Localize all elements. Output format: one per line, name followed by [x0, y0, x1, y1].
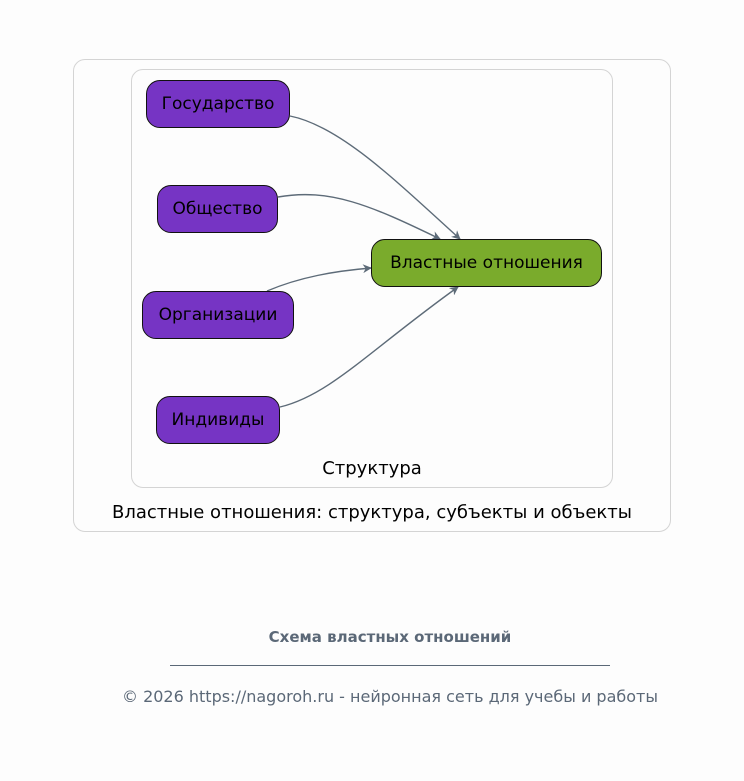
outer-cluster-label: Властные отношения: структура, субъекты …: [112, 502, 632, 523]
node-organizations: Организации: [142, 291, 294, 339]
edge-organizations-to-power: [266, 264, 372, 292]
node-state: Государство: [146, 80, 290, 128]
outer-cluster: Властные отношения: структура, субъекты …: [73, 59, 671, 532]
footer-copyright: © 2026 https://nagoroh.ru - нейронная се…: [121, 687, 658, 706]
edge-society-to-power: [277, 194, 441, 240]
node-individuals: Индивиды: [156, 396, 280, 444]
edge-individuals-to-power: [279, 286, 459, 408]
inner-cluster: Структура: [131, 69, 613, 488]
inner-cluster-label: Структура: [322, 458, 422, 479]
node-power-relations: Властные отношения: [371, 239, 602, 287]
footer-title: Схема властных отношений: [268, 628, 512, 646]
footer-divider: [170, 665, 610, 666]
node-society: Общество: [157, 185, 278, 233]
edge-state-to-power: [289, 115, 461, 240]
